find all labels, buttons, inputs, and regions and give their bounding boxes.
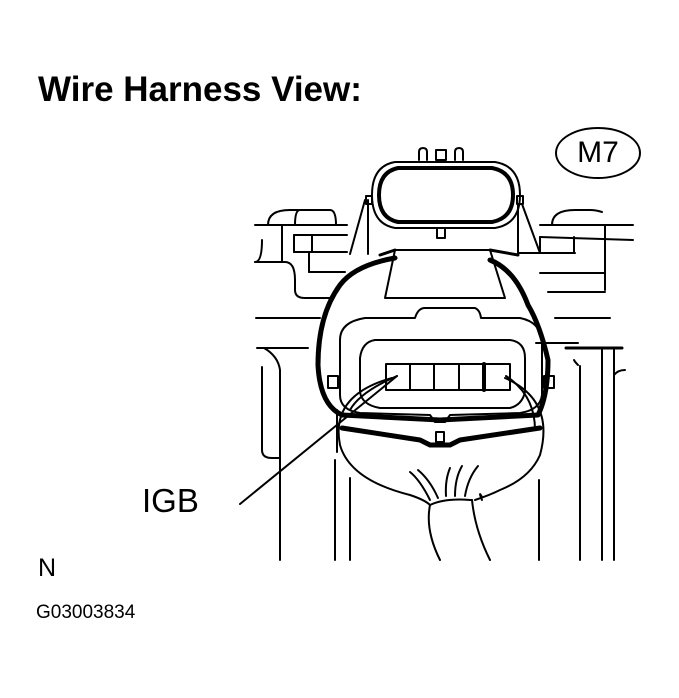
wire-bundle [409,465,491,561]
terminal-cavities [385,362,511,392]
rubber-boot [337,377,545,506]
igb-leader-line [239,375,536,505]
upper-connector [371,147,521,239]
lower-body [256,347,626,561]
harness-connector [315,248,555,448]
right-bracket [516,195,634,350]
figure-id: G03003834 [36,602,136,623]
left-bracket [254,195,373,319]
terminal-callout-label: IGB [142,482,199,519]
connector-code-badge: M7 [554,126,642,180]
diagram-title: Wire Harness View: [38,70,362,109]
badge-ellipse-icon [555,127,641,179]
connector-code: M7 [577,136,619,169]
connector-side-label: N [38,554,57,582]
